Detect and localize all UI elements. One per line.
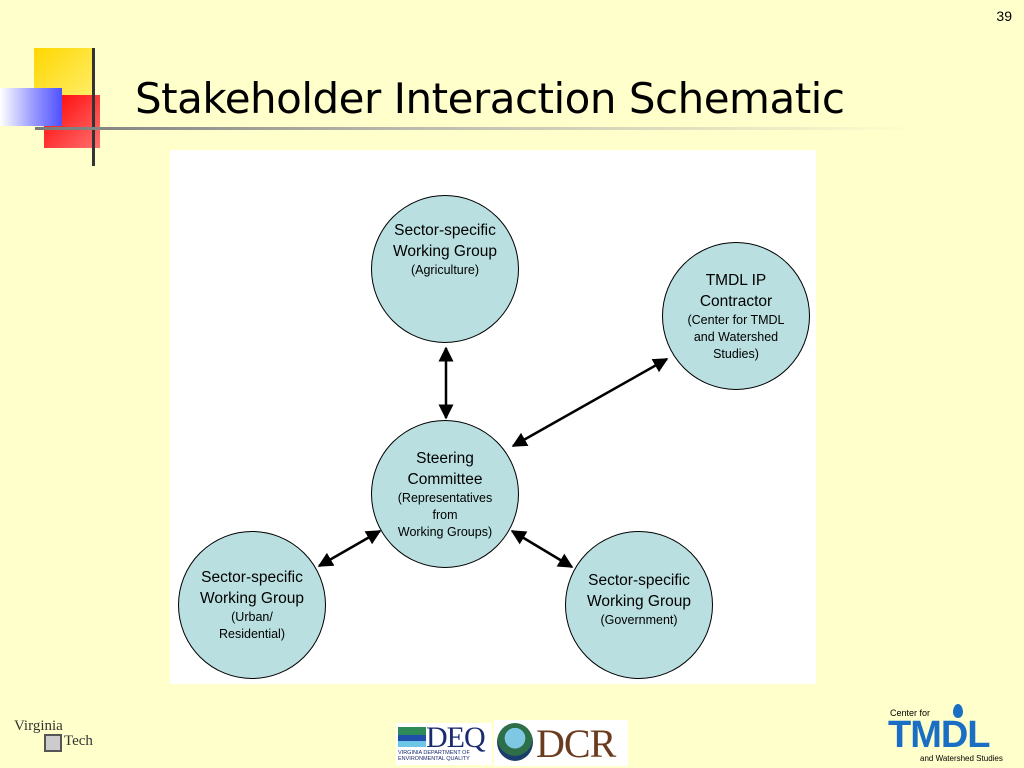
dcr-logo-text: DCR — [536, 721, 616, 766]
tmdl-logo-text: TMDL — [888, 714, 991, 756]
tmdl-center-logo: Center for TMDL and Watershed Studies — [886, 704, 1022, 766]
dcr-emblem-icon — [497, 723, 533, 761]
slide-title: Stakeholder Interaction Schematic — [135, 74, 845, 123]
node-steering-line2: Committee — [407, 470, 483, 488]
node-agriculture-working-group: Sector-specific Working Group (Agricultu… — [371, 195, 519, 343]
slide-number: 39 — [996, 8, 1012, 24]
vt-logo-mark — [44, 734, 62, 752]
decor-blue-square — [0, 88, 62, 126]
deq-logo: DEQ Virginia Department of Environmental… — [396, 721, 492, 765]
virginia-tech-logo: Virginia Tech — [14, 718, 104, 762]
node-urban-sub: (Urban/ Residential) — [218, 610, 285, 641]
node-urban-line2: Working Group — [200, 590, 304, 607]
node-agriculture-line2: Working Group — [393, 242, 497, 260]
arrow-steering-urban — [317, 529, 382, 568]
node-government-line2: Working Group — [587, 592, 691, 610]
dcr-logo: DCR — [494, 720, 628, 766]
node-government-line1: Sector-specific — [588, 571, 690, 589]
tmdl-logo-top-text: Center for — [890, 708, 931, 718]
arrow-steering-government — [510, 529, 574, 569]
vt-logo-line2: Tech — [64, 733, 93, 749]
arrow-contractor-steering — [511, 357, 669, 448]
vt-logo-line1: Virginia — [14, 718, 63, 734]
node-steering-committee: Steering Committee (Representatives from… — [371, 420, 519, 568]
node-government-sub: (Government) — [600, 612, 678, 627]
node-urban-line1: Sector-specific — [201, 569, 303, 586]
node-government-working-group: Sector-specific Working Group (Governmen… — [565, 531, 713, 679]
node-steering-sub: (Representatives from Working Groups) — [397, 490, 493, 539]
tmdl-drop-icon — [953, 704, 963, 718]
node-steering-line1: Steering — [416, 449, 474, 467]
deq-logo-text: DEQ — [426, 721, 486, 754]
deq-wave-icon — [398, 727, 426, 747]
node-agriculture-sub: (Agriculture) — [410, 262, 480, 277]
connector-arrows — [317, 346, 669, 569]
tmdl-logo-bottom-text: and Watershed Studies — [920, 754, 1003, 763]
decor-vertical-line — [92, 48, 95, 166]
node-agriculture-line1: Sector-specific — [394, 221, 496, 239]
node-contractor-sub: (Center for TMDL and Watershed Studies) — [687, 312, 785, 361]
deq-logo-subtext: Virginia Department of Environmental Qua… — [398, 750, 470, 762]
node-tmdl-contractor: TMDL IP Contractor (Center for TMDL and … — [662, 242, 810, 390]
node-contractor-line1: TMDL IP — [705, 271, 767, 289]
title-underline — [35, 127, 915, 130]
node-contractor-line2: Contractor — [699, 292, 773, 310]
node-urban-working-group: Sector-specific Working Group (Urban/ Re… — [178, 531, 326, 679]
